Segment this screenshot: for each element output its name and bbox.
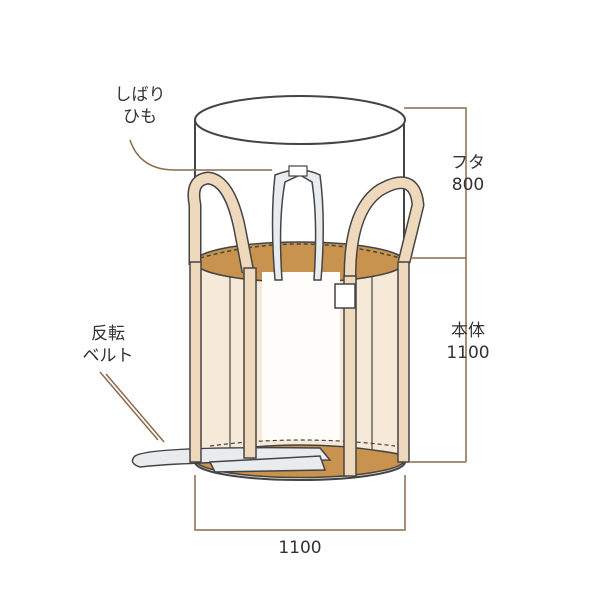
body-name: 本体 bbox=[451, 321, 485, 341]
width-value: 1100 bbox=[278, 538, 322, 558]
bag-body bbox=[194, 241, 406, 481]
lifting-loop-right bbox=[334, 176, 425, 477]
tie-string bbox=[271, 165, 325, 281]
body-value: 1100 bbox=[446, 343, 490, 363]
lid-fabric bbox=[194, 95, 406, 263]
lid-name: フタ bbox=[451, 153, 485, 173]
discharge-belt-label-line1: 反転 bbox=[91, 324, 125, 344]
tie-string-label-line1: しばり bbox=[114, 85, 166, 105]
dimension-lines bbox=[194, 107, 467, 531]
lifting-loop-left bbox=[187, 171, 257, 463]
tie-string-label: しばり ひも bbox=[105, 84, 175, 128]
tie-string-label-line2: ひも bbox=[123, 107, 157, 127]
lid-value: 800 bbox=[451, 175, 485, 195]
discharge-belt bbox=[131, 446, 332, 473]
width-dimension-label: 1100 bbox=[250, 537, 350, 559]
body-dimension-label: 本体 1100 bbox=[432, 320, 504, 364]
discharge-belt-label: 反転 ベルト bbox=[68, 323, 148, 367]
lid-dimension-label: フタ 800 bbox=[438, 152, 498, 196]
discharge-belt-label-line2: ベルト bbox=[82, 346, 134, 366]
leader-lines bbox=[99, 139, 272, 443]
